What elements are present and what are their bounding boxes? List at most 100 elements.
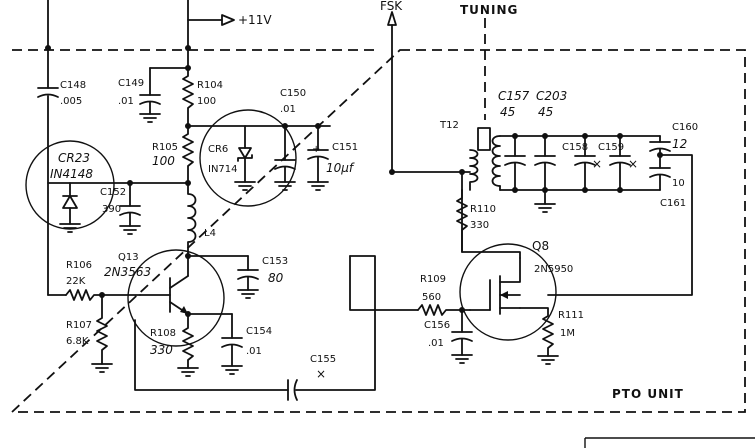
c203-ref: C203 <box>536 89 567 103</box>
q8-ref: Q8 <box>532 239 549 253</box>
r109-resistor <box>417 304 471 316</box>
c151-value: 10µf <box>326 161 355 175</box>
ground-icon <box>119 225 141 235</box>
cr6-zener-bar <box>237 154 253 162</box>
cr6-ref: CR6 <box>208 144 228 155</box>
c148-ref: C148 <box>60 80 86 91</box>
r106-value: 22K <box>66 276 86 287</box>
c160-value: 12 <box>672 137 687 151</box>
r107-ref: R107 <box>66 320 92 331</box>
supply-label: +11V <box>238 13 272 27</box>
ground-icon <box>307 181 329 191</box>
junction <box>45 45 51 51</box>
r105-ref: R105 <box>152 142 178 153</box>
c203-value: 45 <box>538 105 553 119</box>
unit-label: PTO UNIT <box>612 387 684 401</box>
r109-ref: R109 <box>420 274 446 285</box>
r108-resistor <box>182 313 194 369</box>
q8-value: 2N5950 <box>534 264 573 275</box>
ground-icon <box>451 354 473 364</box>
r107-resistor <box>96 294 108 365</box>
c157-value: 45 <box>500 105 515 119</box>
c156-ref: C156 <box>424 320 450 331</box>
c161-ref: C161 <box>660 198 686 209</box>
t12-core <box>477 127 491 151</box>
l4-ref: L4 <box>204 228 216 239</box>
c151-ref: C151 <box>332 142 358 153</box>
cr23-value: IN4148 <box>50 167 93 181</box>
r106-resistor <box>65 289 141 301</box>
q8-fet-circle <box>459 243 557 341</box>
cr6-value: IN714 <box>208 164 238 175</box>
r111-resistor <box>519 307 554 357</box>
cr23-ref: CR23 <box>58 151 90 165</box>
ground-icon <box>237 289 259 299</box>
r105-resistor <box>182 125 194 184</box>
c149-value: .01 <box>118 96 134 107</box>
tuning-label: TUNING <box>460 3 518 17</box>
feedback-right-wire <box>547 154 693 296</box>
c156-value: .01 <box>428 338 444 349</box>
r111-value: 1M <box>560 328 575 339</box>
unit-boundary <box>9 49 746 413</box>
c157-ref: C157 <box>498 89 530 103</box>
t12-ref: T12 <box>439 120 459 131</box>
c155-wire-right <box>295 255 376 391</box>
ground-icon <box>177 367 199 377</box>
r106-ref: R106 <box>66 260 92 271</box>
c150-value: .01 <box>280 104 296 115</box>
ground-icon <box>537 355 559 365</box>
c158-value: × <box>592 157 602 171</box>
c153-ref: C153 <box>262 256 288 267</box>
q8-drain-source <box>499 257 521 309</box>
c158-ref: C158 <box>562 142 588 153</box>
ground-icon <box>534 203 556 213</box>
t12-secondary <box>491 135 501 187</box>
ground-icon <box>274 181 296 191</box>
q13-transistor-circle <box>127 249 225 347</box>
cr23-highlight-circle <box>25 140 115 230</box>
q13-to-r109-wire <box>349 255 419 311</box>
c148-value: .005 <box>60 96 82 107</box>
c154-value: .01 <box>246 346 262 357</box>
c154-ref: C154 <box>246 326 272 337</box>
c149-ref: C149 <box>118 78 144 89</box>
cr6-highlight-circle <box>199 109 297 207</box>
q13-value: 2N3563 <box>104 265 151 279</box>
r110-ref: R110 <box>470 204 496 215</box>
c161-value: 10 <box>672 178 685 189</box>
c155-value: × <box>316 367 326 381</box>
r104-resistor <box>182 67 194 127</box>
r110-value: 330 <box>470 220 489 231</box>
r110-resistor <box>456 189 468 253</box>
q13-ref: Q13 <box>118 252 139 263</box>
fsk-arrow <box>387 11 397 26</box>
r104-value: 100 <box>197 96 216 107</box>
fsk-label: FSK <box>380 0 403 13</box>
t12-primary <box>469 149 479 191</box>
c159-value: × <box>628 157 638 171</box>
junction <box>185 311 191 317</box>
q13-collector <box>169 275 189 289</box>
c153-value: 80 <box>268 271 284 285</box>
r104-ref: R104 <box>197 80 223 91</box>
c155-wire-left <box>134 319 289 391</box>
c148-plate-curved <box>37 93 59 98</box>
junction <box>657 152 663 158</box>
supply-arrow <box>221 14 235 26</box>
c152-value: 390 <box>102 204 121 215</box>
c152-ref: C152 <box>100 187 126 198</box>
c150-ref: C150 <box>280 88 306 99</box>
ground-icon <box>234 181 256 191</box>
junction <box>185 45 191 51</box>
junction <box>389 169 395 175</box>
r108-ref: R108 <box>150 328 176 339</box>
cr23-diode <box>62 195 78 209</box>
cr6-zener-diode <box>238 147 252 159</box>
r109-value: 560 <box>422 292 441 303</box>
ground-icon <box>59 223 81 233</box>
c155-ref: C155 <box>310 354 336 365</box>
q8-drain-wire <box>461 189 521 259</box>
